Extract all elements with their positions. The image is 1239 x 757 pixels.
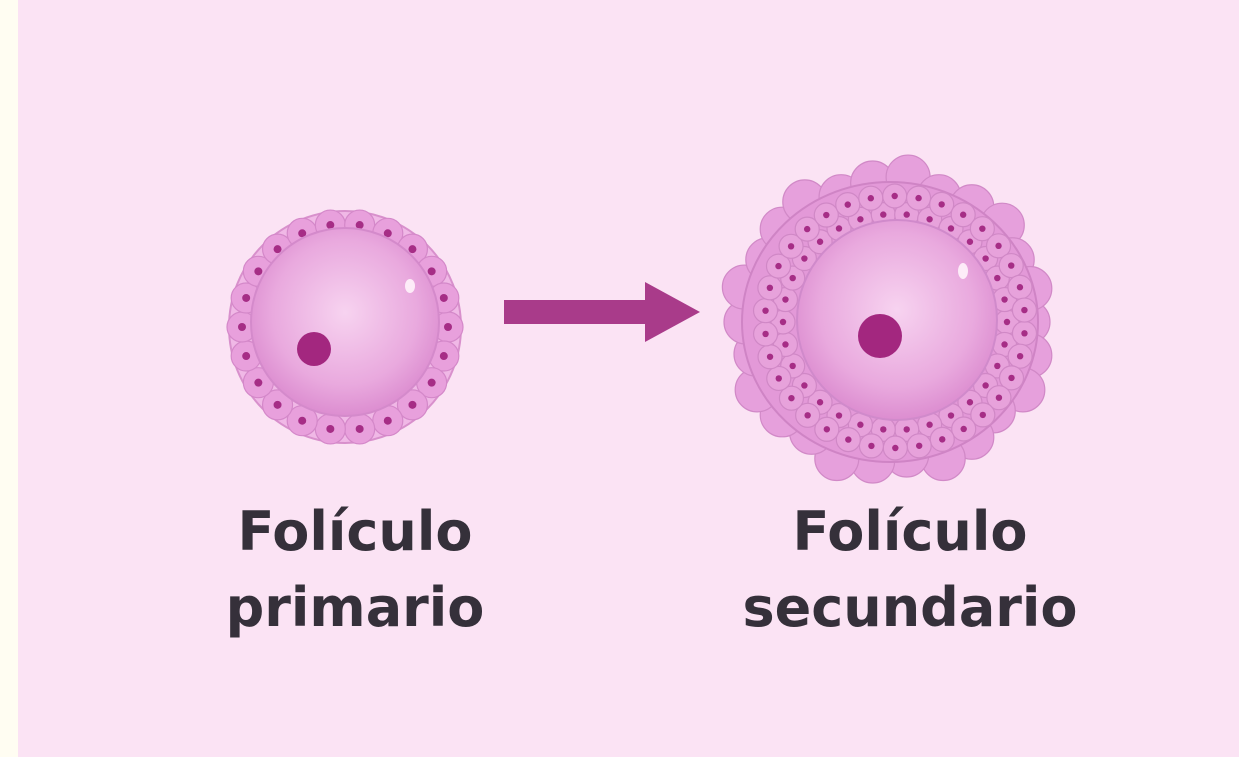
secondary-label-line2: secundario xyxy=(715,570,1105,646)
secondary-granulosa-cell-nucleus xyxy=(980,412,986,418)
secondary-granulosa-cell-nucleus xyxy=(1001,341,1007,347)
secondary-granulosa-cell-nucleus xyxy=(845,201,851,207)
secondary-granulosa-cell-nucleus xyxy=(857,216,863,222)
primary-granulosa-cell-nucleus xyxy=(408,245,416,253)
primary-follicle-label: Folículo primario xyxy=(190,494,520,646)
primary-granulosa-cell-nucleus xyxy=(298,417,306,425)
primary-granulosa-cell-nucleus xyxy=(408,401,416,409)
secondary-granulosa-cell-nucleus xyxy=(804,226,810,232)
secondary-granulosa-cell-nucleus xyxy=(1004,319,1010,325)
secondary-granulosa-cell-nucleus xyxy=(817,399,823,405)
secondary-granulosa-cell-nucleus xyxy=(857,422,863,428)
secondary-granulosa-cell-nucleus xyxy=(801,255,807,261)
secondary-granulosa-cell-nucleus xyxy=(967,399,973,405)
secondary-granulosa-cell-nucleus xyxy=(960,212,966,218)
secondary-granulosa-cell-nucleus xyxy=(916,443,922,449)
primary-granulosa-cell-nucleus xyxy=(254,379,262,387)
primary-granulosa-cell-nucleus xyxy=(384,417,392,425)
primary-granulosa-cell-nucleus xyxy=(242,352,250,360)
secondary-granulosa-cell-nucleus xyxy=(788,243,794,249)
secondary-granulosa-cell-nucleus xyxy=(1001,296,1007,302)
secondary-granulosa-cell-nucleus xyxy=(836,225,842,231)
secondary-granulosa-cell-nucleus xyxy=(961,426,967,432)
secondary-granulosa-cell-nucleus xyxy=(788,395,794,401)
secondary-granulosa-cell-nucleus xyxy=(994,275,1000,281)
secondary-granulosa-cell-nucleus xyxy=(926,422,932,428)
secondary-granulosa-cell-nucleus xyxy=(938,201,944,207)
secondary-oocyte xyxy=(797,220,997,420)
secondary-granulosa-cell-nucleus xyxy=(994,363,1000,369)
secondary-follicle-label: Folículo secundario xyxy=(715,494,1105,646)
secondary-granulosa-cell-nucleus xyxy=(1008,375,1014,381)
secondary-granulosa-cell-nucleus xyxy=(892,445,898,451)
secondary-granulosa-cell-nucleus xyxy=(1021,307,1027,313)
secondary-granulosa-cell-nucleus xyxy=(1017,284,1023,290)
secondary-granulosa-cell-nucleus xyxy=(1021,330,1027,336)
secondary-granulosa-cell-nucleus xyxy=(762,307,768,313)
secondary-granulosa-cell-nucleus xyxy=(780,319,786,325)
secondary-granulosa-cell-nucleus xyxy=(767,285,773,291)
secondary-granulosa-cell-nucleus xyxy=(868,195,874,201)
secondary-granulosa-cell-nucleus xyxy=(939,436,945,442)
secondary-granulosa-cell-nucleus xyxy=(948,412,954,418)
secondary-granulosa-cell-nucleus xyxy=(1008,262,1014,268)
primary-granulosa-cell-nucleus xyxy=(242,294,250,302)
secondary-granulosa-cell-nucleus xyxy=(880,426,886,432)
primary-granulosa-cell-nucleus xyxy=(274,245,282,253)
secondary-granulosa-cell-nucleus xyxy=(801,382,807,388)
primary-granulosa-cell-nucleus xyxy=(326,425,334,433)
secondary-granulosa-cell-nucleus xyxy=(995,243,1001,249)
primary-granulosa-cell-nucleus xyxy=(444,323,452,331)
primary-granulosa-cell-nucleus xyxy=(238,323,246,331)
secondary-granulosa-cell-nucleus xyxy=(967,239,973,245)
secondary-granulosa-cell-nucleus xyxy=(782,341,788,347)
primary-nucleus xyxy=(297,332,331,366)
secondary-highlight xyxy=(958,263,968,279)
primary-label-line2: primario xyxy=(190,570,520,646)
primary-granulosa-cell-nucleus xyxy=(356,425,364,433)
primary-follicle xyxy=(227,210,463,444)
arrow-right-icon xyxy=(504,282,700,342)
secondary-granulosa-cell-nucleus xyxy=(836,412,842,418)
secondary-granulosa-cell-nucleus xyxy=(782,296,788,302)
secondary-granulosa-cell-nucleus xyxy=(982,382,988,388)
secondary-granulosa-cell-nucleus xyxy=(948,225,954,231)
secondary-granulosa-cell-nucleus xyxy=(817,239,823,245)
secondary-granulosa-cell-nucleus xyxy=(767,354,773,360)
secondary-granulosa-cell-nucleus xyxy=(904,426,910,432)
primary-granulosa-cell-nucleus xyxy=(428,379,436,387)
secondary-granulosa-cell-nucleus xyxy=(823,212,829,218)
primary-granulosa-cell-nucleus xyxy=(440,352,448,360)
secondary-granulosa-cell-nucleus xyxy=(789,275,795,281)
primary-granulosa-cell-nucleus xyxy=(440,294,448,302)
secondary-granulosa-cell-nucleus xyxy=(996,394,1002,400)
secondary-granulosa-cell-nucleus xyxy=(824,426,830,432)
secondary-granulosa-cell-nucleus xyxy=(926,216,932,222)
secondary-granulosa-cell-nucleus xyxy=(775,263,781,269)
secondary-granulosa-cell-nucleus xyxy=(868,443,874,449)
primary-granulosa-cell-nucleus xyxy=(254,267,262,275)
secondary-granulosa-cell-nucleus xyxy=(891,193,897,199)
primary-label-line1: Folículo xyxy=(190,494,520,570)
secondary-granulosa-cell-nucleus xyxy=(915,195,921,201)
primary-granulosa-cell-nucleus xyxy=(428,267,436,275)
secondary-granulosa-cell-nucleus xyxy=(845,436,851,442)
secondary-granulosa-cell-nucleus xyxy=(1017,353,1023,359)
secondary-granulosa-cell-nucleus xyxy=(789,363,795,369)
secondary-granulosa-cell-nucleus xyxy=(776,375,782,381)
secondary-granulosa-cell-nucleus xyxy=(880,211,886,217)
secondary-nucleus xyxy=(858,314,902,358)
secondary-granulosa-cell-nucleus xyxy=(904,211,910,217)
primary-granulosa-cell-nucleus xyxy=(274,401,282,409)
primary-oocyte xyxy=(251,228,439,416)
secondary-granulosa-cell-nucleus xyxy=(804,412,810,418)
secondary-label-line1: Folículo xyxy=(715,494,1105,570)
secondary-granulosa-cell-nucleus xyxy=(762,331,768,337)
secondary-granulosa-cell-nucleus xyxy=(979,225,985,231)
secondary-follicle xyxy=(722,155,1051,483)
primary-highlight xyxy=(405,279,415,293)
secondary-granulosa-cell-nucleus xyxy=(982,255,988,261)
